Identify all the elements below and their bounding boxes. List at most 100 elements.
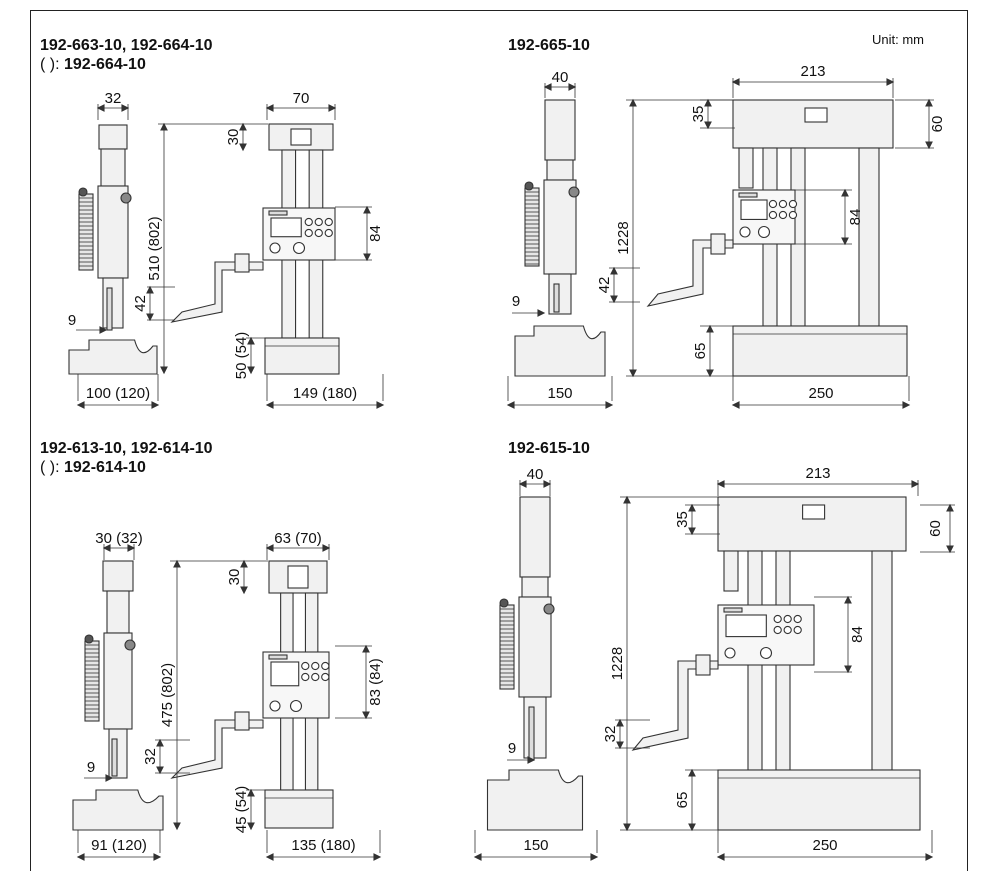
p4-dim-base-front-label: 250 <box>812 837 837 854</box>
p1-dim-head-height-label: 30 <box>225 129 242 146</box>
p3-dim-tip-arrow <box>105 774 114 782</box>
p4-button-left <box>724 647 736 659</box>
p3-dim-head-width-arrow-left <box>265 544 274 552</box>
p3-key-1-1 <box>311 672 320 682</box>
p1-button-left <box>269 242 281 254</box>
panel-4-title: 192-615-10 <box>508 440 590 457</box>
p4-dim-base-side-label: 150 <box>523 837 548 854</box>
p3-dim-jaw-height-label: 32 <box>142 748 159 765</box>
p1-key-1-1 <box>314 228 323 238</box>
p4-dim-column-width-arrow-left <box>518 480 527 488</box>
p3-dim-total-height-label: 475 (802) <box>159 663 176 727</box>
panel-3-paren-note: ( ): 192-614-10 <box>40 459 146 477</box>
p2-key-0-0 <box>768 199 778 209</box>
p3-side-wheel-knob <box>84 634 94 644</box>
p3-side-top-cap <box>102 560 134 592</box>
p4-beam-logo <box>802 504 826 520</box>
p1-button-center <box>292 241 306 255</box>
p4-side-upper-column <box>521 576 549 598</box>
p2-dim-total-height-arrow-top <box>629 98 637 107</box>
p1-key-1-2 <box>324 228 333 238</box>
p2-dim-beam-height-label: 60 <box>929 116 946 133</box>
p4-dim-display-height-arrow-top <box>844 595 852 604</box>
p2-side-base <box>514 325 606 377</box>
p4-dim-top-height-label: 35 <box>674 511 691 528</box>
p2-side-wheel-knob <box>524 181 534 191</box>
p2-side-carriage <box>543 179 577 275</box>
p2-dim-base-side-arrow-right <box>605 401 614 409</box>
panel-1-paren-note: ( ): 192-664-10 <box>40 56 146 74</box>
p1-dim-head-height-arrow-top <box>239 122 247 131</box>
p2-dim-jaw-height-arrow-top <box>610 266 618 275</box>
p3-dim-base-side-arrow-right <box>153 853 162 861</box>
p4-dim-beam-height-label: 60 <box>927 520 944 537</box>
panel-1-title: 192-663-10, 192-664-10 <box>40 37 213 54</box>
p2-side-upper-column <box>546 159 574 181</box>
p1-dim-base-height-label: 50 (54) <box>233 332 250 380</box>
p2-dim-tip-label: 9 <box>512 293 520 310</box>
p4-dim-tip-arrow <box>527 756 536 764</box>
p3-dim-column-width-label: 30 (32) <box>95 530 143 547</box>
p4-key-0-2 <box>793 614 802 624</box>
p1-side-lower-column <box>102 277 124 329</box>
p4-dim-tip-label: 9 <box>508 740 516 757</box>
p3-dim-head-height-arrow-top <box>240 559 248 568</box>
p2-key-1-2 <box>788 210 798 220</box>
p2-side-clamp-knob <box>568 186 580 198</box>
p1-front-logo <box>290 128 312 146</box>
p3-key-0-0 <box>301 661 310 671</box>
p3-lcd-screen <box>270 661 300 687</box>
p2-dim-total-height-arrow-bottom <box>629 369 637 378</box>
p4-lcd-screen <box>725 614 767 638</box>
p4-dim-top-height-arrow-bottom <box>688 527 696 536</box>
p3-dim-jaw-height-arrow-bottom <box>156 766 164 775</box>
p1-key-0-0 <box>304 217 313 227</box>
p3-front-logo <box>287 565 309 589</box>
p1-dim-total-height-arrow-top <box>160 122 168 131</box>
p1-side-wheel-knob <box>78 187 88 197</box>
p3-dim-display-height-label: 83 (84) <box>367 658 384 706</box>
p2-dim-top-height-arrow-top <box>704 98 712 107</box>
p1-dim-base-front-arrow-right <box>376 401 385 409</box>
p1-dim-base-front-arrow-left <box>265 401 274 409</box>
p3-dim-display-height-arrow-top <box>362 644 370 653</box>
p1-front-base <box>264 337 340 375</box>
p2-left-stub <box>738 147 754 189</box>
p2-lcd-screen <box>740 199 768 220</box>
p1-dim-base-height-arrow-top <box>247 336 255 345</box>
p2-dim-total-height-label: 1228 <box>615 221 632 254</box>
p3-dim-head-width-label: 63 (70) <box>274 530 322 547</box>
p4-side-base <box>486 769 584 831</box>
p2-side-scriber-stem <box>553 283 560 313</box>
p1-dim-display-height-arrow-top <box>363 205 371 214</box>
p2-key-1-0 <box>768 210 778 220</box>
p2-dim-display-height-label: 84 <box>847 209 864 226</box>
p4-key-1-2 <box>793 625 802 635</box>
p4-base <box>717 769 921 831</box>
p1-key-1-0 <box>304 228 313 238</box>
p4-dim-base-side-arrow-left <box>473 853 482 861</box>
p2-brand-plate <box>738 192 758 198</box>
p1-dim-jaw-height-label: 42 <box>132 295 149 312</box>
p2-dim-beam-height-arrow-top <box>925 98 933 107</box>
p2-dim-base-front-arrow-right <box>902 401 911 409</box>
p4-dim-base-front-arrow-left <box>716 853 725 861</box>
p4-dim-beam-width-label: 213 <box>805 465 830 482</box>
panel-1-paren-model: 192-664-10 <box>64 56 146 73</box>
p4-button-center <box>759 646 773 660</box>
p4-dim-base-height-arrow-top <box>688 768 696 777</box>
p4-side-scriber-stem <box>528 706 535 761</box>
p4-key-1-1 <box>783 625 792 635</box>
p4-dim-beam-width-arrow-left <box>716 480 725 488</box>
p3-brand-plate <box>268 654 288 660</box>
p1-side-base <box>68 339 158 375</box>
p2-right-post <box>858 147 880 327</box>
p2-dim-jaw-height-label: 42 <box>596 277 613 294</box>
p3-dim-head-height-arrow-bottom <box>240 586 248 595</box>
p3-dim-display-height-arrow-bottom <box>362 711 370 720</box>
p3-dim-base-height-arrow-bottom <box>247 822 255 831</box>
p3-key-1-2 <box>321 672 330 682</box>
p1-dim-column-width-arrow-left <box>96 104 105 112</box>
p4-dim-jaw-height-arrow-bottom <box>616 741 624 750</box>
p1-dim-column-width-arrow-right <box>121 104 130 112</box>
